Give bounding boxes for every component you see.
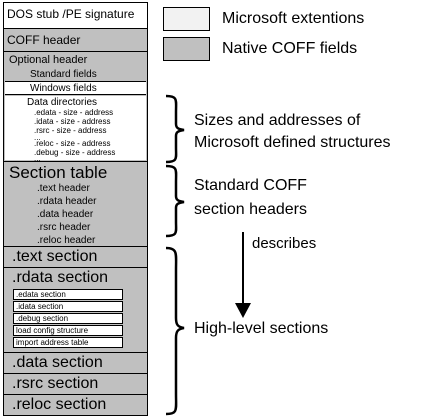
section-table-block xyxy=(3,161,148,247)
legend-native-swatch xyxy=(163,37,210,61)
reloc-section-block xyxy=(3,394,148,416)
legend-microsoft-swatch xyxy=(163,7,210,31)
rdata-subsection-label: load config structure xyxy=(16,326,89,335)
brace-sections xyxy=(165,246,185,416)
dos-stub-label: DOS stub /PE signature xyxy=(7,7,135,21)
rdata-subsection xyxy=(13,289,123,300)
annotation-data-dirs-line2: Microsoft defined structures xyxy=(194,134,391,151)
data-dir-item: ... xyxy=(34,154,41,163)
section-header-item: .data header xyxy=(37,209,94,220)
annotation-describes: describes xyxy=(252,235,317,252)
section-table-label: Section table xyxy=(9,163,108,182)
data-section-label: .data section xyxy=(12,354,103,371)
data-dir-item: .edata - size - address xyxy=(34,108,114,117)
standard-fields-label: Standard fields xyxy=(30,69,97,80)
windows-fields-label: Windows fields xyxy=(30,83,97,94)
brace-data-directories xyxy=(165,94,185,164)
legend-microsoft-label: Microsoft extentions xyxy=(222,10,365,27)
text-section-label: .text section xyxy=(12,248,98,265)
rdata-subsection-label: .idata section xyxy=(16,302,64,311)
data-directories-label: Data directories xyxy=(27,97,98,108)
coff-header-label: COFF header xyxy=(7,33,81,47)
data-dir-item: ... xyxy=(34,133,41,142)
data-directories-block xyxy=(5,96,146,160)
dos-stub-block xyxy=(3,2,148,29)
rdata-subsection-label: .edata section xyxy=(16,290,66,299)
rdata-subsection xyxy=(13,313,123,324)
data-dir-item: .rsrc - size - address xyxy=(34,126,107,135)
annotation-data-dirs-line1: Sizes and addresses of xyxy=(194,112,361,129)
data-dir-item: .idata - size - address xyxy=(34,117,111,126)
section-header-item: .rdata header xyxy=(37,196,97,207)
section-header-item: .rsrc header xyxy=(37,222,91,233)
rdata-subsection xyxy=(13,325,123,336)
rdata-section-label: .rdata section xyxy=(12,269,109,286)
windows-fields-block xyxy=(5,81,146,95)
optional-header-label: Optional header xyxy=(9,54,88,66)
section-header-item: .text header xyxy=(37,183,90,194)
data-dir-item: .reloc - size - address xyxy=(34,139,111,148)
rdata-subsection xyxy=(13,301,123,312)
rdata-subsection-label: .debug section xyxy=(16,314,69,323)
brace-section-table xyxy=(165,164,185,238)
legend-native-label: Native COFF fields xyxy=(222,40,358,57)
annotation-section-table-line2: section headers xyxy=(194,201,307,218)
rsrc-section-label: .rsrc section xyxy=(12,375,99,392)
rdata-subsection xyxy=(13,337,123,348)
reloc-section-label: .reloc section xyxy=(12,396,107,413)
describes-arrow-head xyxy=(235,303,251,318)
annotation-section-table-line1: Standard COFF xyxy=(194,177,307,194)
section-header-item: .reloc header xyxy=(37,235,96,246)
rdata-subsection-label: import address table xyxy=(16,338,89,347)
data-dir-item: .debug - size - address xyxy=(34,148,116,157)
annotation-high-level-sections: High-level sections xyxy=(194,320,329,337)
